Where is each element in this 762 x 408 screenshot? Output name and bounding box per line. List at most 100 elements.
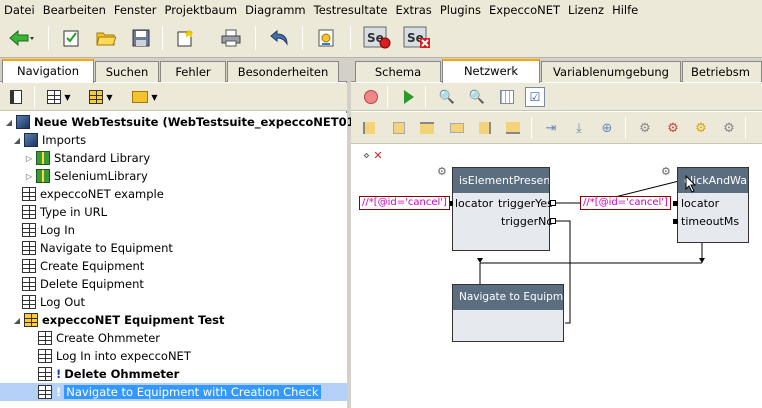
network-diagram-canvas[interactable]: ⋄ ✕ ⚙ ⚙ isElementPresent locator trigger… <box>351 145 762 408</box>
pin-label: timeoutMs <box>681 215 740 228</box>
tree-item-block[interactable]: Create Equipment <box>0 257 347 275</box>
node-navigate-to-equipment[interactable]: Navigate to Equipment <box>452 284 564 342</box>
tree-item-block[interactable]: Log Out <box>0 293 347 311</box>
testplan-add-icon <box>89 90 104 104</box>
new-document-button[interactable] <box>174 27 196 49</box>
undo-icon <box>270 29 288 46</box>
node-is-element-present[interactable]: isElementPresent <box>452 167 550 251</box>
output-pin[interactable] <box>550 200 556 206</box>
tab-betriebsmittel[interactable]: Betriebsm <box>682 61 762 82</box>
expander-icon[interactable]: ◢ <box>5 117 13 127</box>
grid-toggle-button[interactable] <box>497 87 517 107</box>
gear-icon[interactable]: ⚙ <box>437 165 447 178</box>
tab-variablenumgebung[interactable]: Variablenumgebung <box>541 61 681 82</box>
tab-suchen[interactable]: Suchen <box>95 61 159 82</box>
constant-locator[interactable]: //*[@id='cancel'] <box>580 196 671 210</box>
block-icon <box>22 295 36 309</box>
align-left-button[interactable] <box>359 118 379 138</box>
toolbar-separator <box>34 86 35 108</box>
save-button[interactable] <box>130 27 152 49</box>
add-testplan-dropdown[interactable]: ▼ <box>86 87 116 107</box>
input-pin[interactable] <box>673 219 678 224</box>
pin-tool-icon[interactable]: ⋄ <box>363 149 370 162</box>
input-pin[interactable] <box>673 201 678 206</box>
tab-schema[interactable]: Schema <box>355 61 441 82</box>
import-button[interactable] <box>315 27 337 49</box>
menu-hilfe[interactable]: Hilfe <box>612 3 639 17</box>
menu-bearbeiten[interactable]: Bearbeiten <box>42 3 106 17</box>
checklist-button[interactable] <box>60 27 82 49</box>
constant-locator[interactable]: //*[@id='cancel'] <box>359 196 450 210</box>
toolbar-separator <box>350 26 351 50</box>
input-pin[interactable] <box>448 201 453 206</box>
chevron-down-icon: ▼ <box>151 92 158 102</box>
auto-route-button[interactable]: ⚙ <box>691 118 711 138</box>
tree-item-block[interactable]: expeccoNET example <box>0 185 347 203</box>
svg-text:Se: Se <box>407 31 424 45</box>
menu-projektbaum[interactable]: Projektbaum <box>164 3 238 17</box>
tree-item-selenium-library[interactable]: ▷ SeleniumLibrary <box>0 167 347 185</box>
add-folder-dropdown[interactable]: ▼ <box>128 87 162 107</box>
menu-testresultate[interactable]: Testresultate <box>313 3 388 17</box>
distribute-horizontal-icon: ⇥ <box>545 120 557 136</box>
distribute-v-button[interactable]: ⤓ <box>569 118 589 138</box>
menu-lizenz[interactable]: Lizenz <box>568 3 605 17</box>
tree-item-selected[interactable]: ! Navigate to Equipment with Creation Ch… <box>0 383 347 401</box>
tree-item-suite[interactable]: ◢ Neue WebTestsuite (WebTestsuite_expecc… <box>0 113 360 131</box>
alignment-toolbar: ⇥ ⤓ ⊕ ⚙ ⚙ ⚙ ⚙ <box>351 112 762 144</box>
tree-item-imports[interactable]: ◢ Imports <box>0 131 347 149</box>
align-right-button[interactable] <box>475 118 495 138</box>
tree-item-block[interactable]: Navigate to Equipment <box>0 239 347 257</box>
remove-route-button[interactable]: ⚙ <box>663 118 683 138</box>
tab-besonderheiten[interactable]: Besonderheiten <box>227 61 339 82</box>
menu-expecconet[interactable]: ExpeccoNET <box>489 3 561 17</box>
tree-item-block[interactable]: Type in URL <box>0 203 347 221</box>
tab-netzwerk[interactable]: Netzwerk <box>442 59 540 83</box>
checklist-icon <box>63 30 79 47</box>
tab-navigation[interactable]: Navigation <box>2 59 94 83</box>
menu-diagramm[interactable]: Diagramm <box>245 3 306 17</box>
expander-icon[interactable]: ◢ <box>13 315 21 325</box>
tree-item-block[interactable]: Delete Equipment <box>0 275 347 293</box>
tree-item-block[interactable]: ! Delete Ohmmeter <box>0 365 347 383</box>
collapse-view-button[interactable] <box>6 87 26 107</box>
align-center-button[interactable] <box>389 118 409 138</box>
stop-button[interactable] <box>361 87 381 107</box>
snap-toggle-button[interactable]: ☑ <box>525 87 545 107</box>
expander-icon[interactable]: ▷ <box>25 171 33 181</box>
output-pin[interactable] <box>550 218 556 224</box>
center-button[interactable]: ⊕ <box>597 118 617 138</box>
delete-tool-icon[interactable]: ✕ <box>373 149 383 162</box>
expander-icon[interactable]: ◢ <box>13 135 21 145</box>
align-bottom-button[interactable] <box>503 118 523 138</box>
tree-item-block[interactable]: Create Ohmmeter <box>0 329 347 347</box>
menu-plugins[interactable]: Plugins <box>439 3 482 17</box>
selenium-close-button[interactable]: Se <box>402 26 432 49</box>
route-settings-button[interactable]: ⚙ <box>719 118 739 138</box>
print-button[interactable] <box>220 27 242 49</box>
add-block-dropdown[interactable]: ▼ <box>44 87 74 107</box>
expander-icon[interactable]: ▷ <box>25 153 33 163</box>
menu-extras[interactable]: Extras <box>395 3 432 17</box>
route-wires-button[interactable]: ⚙ <box>635 118 655 138</box>
menu-fenster[interactable]: Fenster <box>113 3 157 17</box>
tab-fehler[interactable]: Fehler <box>160 61 226 82</box>
zoom-in-button[interactable]: 🔍 <box>467 87 487 107</box>
tree-item-block[interactable]: Log In into expeccoNET <box>0 347 347 365</box>
toolbar-separator <box>387 86 388 108</box>
menu-datei[interactable]: Datei <box>4 3 35 17</box>
distribute-h-button[interactable]: ⇥ <box>541 118 561 138</box>
open-button[interactable] <box>95 27 117 49</box>
align-left-icon <box>363 122 375 134</box>
align-top-button[interactable] <box>417 118 437 138</box>
back-button[interactable] <box>6 27 36 49</box>
gear-icon[interactable]: ⚙ <box>661 165 671 178</box>
tree-item-block[interactable]: Log In <box>0 221 347 239</box>
zoom-out-button[interactable]: 🔍 <box>437 87 457 107</box>
undo-button[interactable] <box>268 27 290 49</box>
run-button[interactable] <box>399 87 419 107</box>
selenium-record-button[interactable]: Se <box>362 26 392 49</box>
tree-item-standard-library[interactable]: ▷ Standard Library <box>0 149 347 167</box>
tree-item-testplan[interactable]: ◢ expeccoNET Equipment Test <box>0 311 347 329</box>
align-middle-button[interactable] <box>447 118 467 138</box>
